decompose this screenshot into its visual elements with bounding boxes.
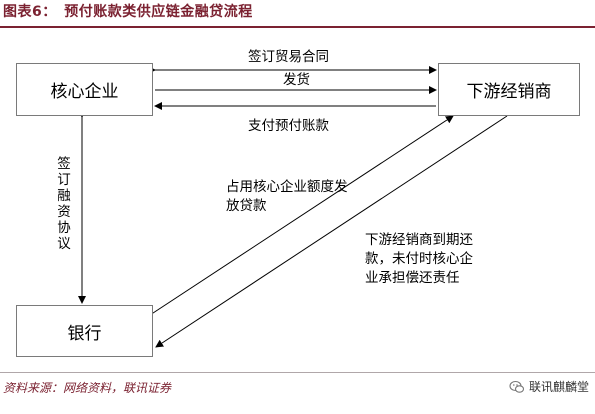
edge-label-prepay: 支付预付账款 (248, 118, 329, 134)
footer-divider (0, 372, 595, 373)
watermark: 联讯麒麟堂 (509, 378, 589, 395)
node-downstream-dealer: 下游经销商 (438, 63, 580, 116)
figure-title: 图表6： 预付账款类供应链金融贷流程 (3, 4, 253, 20)
node-downstream-label: 下游经销商 (466, 82, 552, 102)
edge-label-repay: 下游经销商到期还款，未付时核心企业承担偿还责任 (365, 232, 473, 286)
node-bank: 银行 (16, 305, 153, 357)
diagram-arrows (78, 66, 508, 348)
edge-label-loan: 占用核心企业额度发放贷款 (226, 179, 348, 214)
node-core-enterprise: 核心企业 (16, 63, 153, 116)
source-note: 资料来源：网络资料，联讯证券 (3, 381, 172, 395)
edge-label-agreement: 签订融资协议 (57, 156, 71, 252)
edge-label-sign-contract: 签订贸易合同 (248, 49, 329, 65)
title-divider (0, 26, 595, 28)
node-bank-label: 银行 (67, 323, 102, 344)
wechat-icon (509, 380, 525, 393)
node-core-label: 核心企业 (50, 82, 119, 102)
edge-label-ship: 发货 (283, 72, 310, 88)
loan-arrow (149, 115, 454, 316)
repay-arrow (155, 115, 508, 348)
watermark-label: 联讯麒麟堂 (528, 380, 589, 394)
